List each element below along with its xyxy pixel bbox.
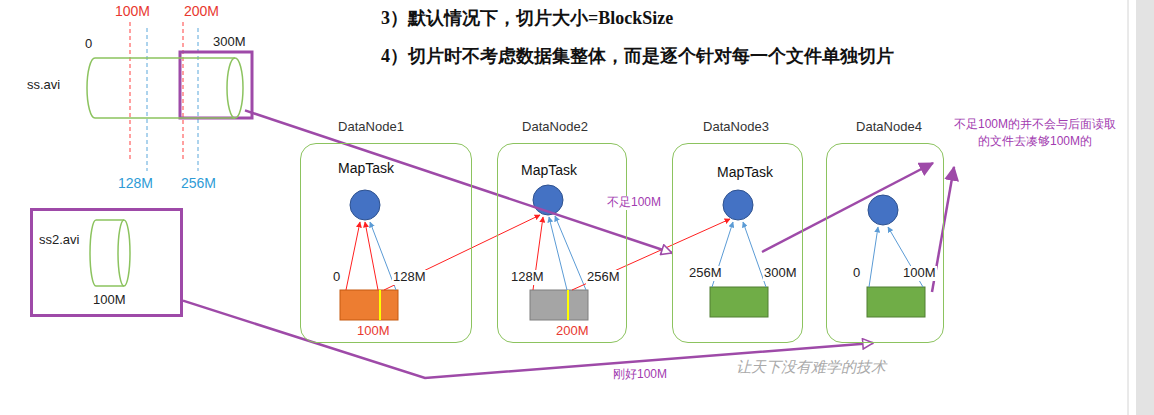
- block-size: 128M: [117, 175, 154, 191]
- offset-label: 100M: [902, 266, 937, 281]
- node-heading: DataNode2: [522, 120, 588, 135]
- block-rect: [340, 290, 398, 320]
- file-cylinder: ss.avi: [85, 56, 245, 120]
- read-line: [365, 222, 378, 290]
- split-mark: [183, 22, 184, 160]
- rule-note: 4）切片时不考虑数据集整体，而是逐个针对每一个文件单独切片: [380, 46, 895, 67]
- file-size: 100M: [93, 293, 126, 308]
- page-margin: [1136, 0, 1154, 415]
- offset-label: 0: [332, 270, 341, 285]
- offset-label: 0: [84, 37, 93, 52]
- block-size: 256M: [180, 175, 217, 191]
- file-cylinder: [90, 220, 124, 286]
- offset-label: 256M: [688, 266, 723, 281]
- task-label: MapTask: [338, 160, 394, 176]
- offset-label: 300M: [763, 266, 798, 281]
- maptask-dot: [868, 195, 898, 225]
- node-heading: DataNode4: [856, 120, 922, 135]
- split-mark: [567, 290, 569, 320]
- node-heading: DataNode1: [338, 120, 404, 135]
- maptask-dot: [723, 190, 753, 220]
- split-mark: [130, 22, 131, 160]
- read-line: [555, 216, 586, 290]
- offset-label: 128M: [510, 270, 545, 285]
- read-line: [572, 219, 730, 290]
- highlight-frame: [180, 52, 252, 118]
- file-name: ss.avi: [27, 78, 60, 93]
- maptask-dot: [350, 190, 380, 220]
- edge-label: 刚好100M: [612, 368, 668, 382]
- block-rect: [710, 287, 768, 317]
- watermark: 让天下没有难学的技术: [735, 359, 887, 376]
- flow-arrow: [245, 110, 672, 253]
- datanode-box: DataNode4: [826, 143, 944, 343]
- block-mark: [147, 28, 148, 171]
- split-size: 100M: [114, 3, 151, 19]
- offset-label: 128M: [392, 270, 427, 285]
- read-line: [346, 222, 360, 290]
- cylinder-outline: [85, 56, 245, 120]
- offset-label: 256M: [586, 270, 621, 285]
- file-cylinder: [118, 220, 130, 286]
- node-heading: DataNode3: [703, 120, 769, 135]
- file-name: ss2.avi: [39, 233, 79, 248]
- task-label: MapTask: [717, 164, 773, 180]
- cylinder-body: [87, 58, 235, 118]
- datanode-box: DataNode3MapTask: [672, 143, 803, 343]
- split-size: 100M: [356, 324, 391, 339]
- file-frame: ss2.avi 100M: [30, 208, 183, 317]
- callout-arrow: [762, 163, 933, 252]
- offset-label: 0: [852, 266, 861, 281]
- cylinder-end: [227, 58, 243, 118]
- datanode-box: DataNode1MapTask: [300, 143, 472, 343]
- edge-label: 不足100M: [606, 196, 662, 210]
- callout-note: 不足100M的并不会与后面读取的文件去凑够100M的: [948, 116, 1122, 150]
- block-rect: [867, 287, 925, 317]
- datanode-box: DataNode2MapTask: [497, 143, 627, 343]
- split-mark: [379, 290, 381, 320]
- rule-note: 3）默认情况下，切片大小=BlockSize: [380, 8, 674, 29]
- split-size: 200M: [555, 324, 590, 339]
- offset-label: 300M: [212, 35, 247, 50]
- read-line: [869, 227, 878, 287]
- split-size: 200M: [183, 3, 220, 19]
- page-edge: [1128, 0, 1129, 415]
- read-line: [549, 217, 567, 290]
- task-label: MapTask: [521, 162, 577, 178]
- block-mark: [198, 28, 199, 171]
- block-rect: [530, 290, 588, 320]
